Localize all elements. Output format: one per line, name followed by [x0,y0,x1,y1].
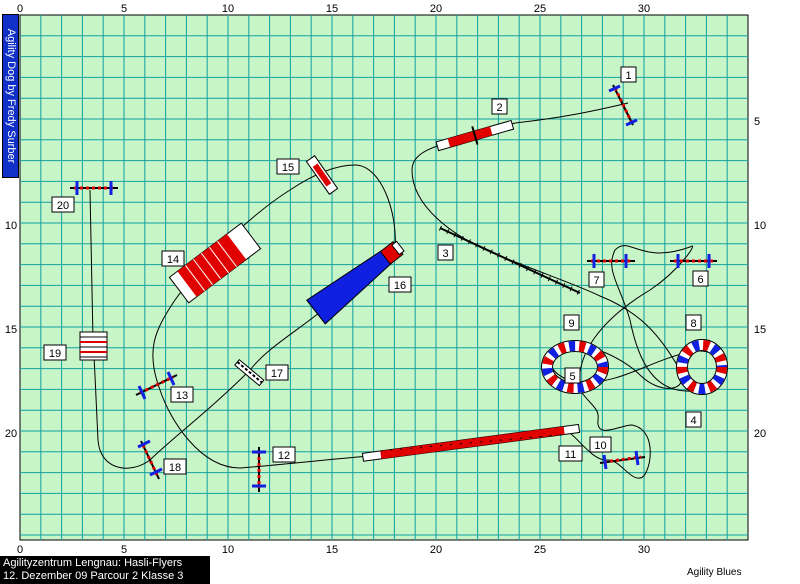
svg-text:5: 5 [569,371,575,383]
course-venue: Agilityzentrum Lengnau: Hasli-Flyers [3,557,183,569]
label-5: 5 [564,367,581,384]
label-4: 4 [685,411,702,428]
svg-text:16: 16 [394,280,406,292]
obstacle-20-jump [70,181,118,195]
field-grid [20,15,748,540]
label-1: 1 [620,66,637,83]
svg-text:10: 10 [594,440,606,452]
axis-top: 0 5 10 15 20 25 30 [17,3,650,15]
svg-text:15: 15 [282,162,294,174]
obstacle-15-jump [305,155,339,195]
obstacle-1-jump [608,84,638,127]
axis-tick: 10 [5,220,17,232]
axis-tick: 15 [754,324,766,336]
obstacle-7-jump [587,254,635,268]
obstacle-14-tunnel [168,222,262,304]
label-15: 15 [276,158,300,175]
app-title-text: Agility Dog by Fredy Surber [4,28,17,164]
axis-tick: 15 [5,324,17,336]
svg-text:17: 17 [271,368,283,380]
label-19: 19 [43,344,67,361]
svg-text:4: 4 [690,415,696,427]
obstacle-13-jump [135,371,178,400]
obstacle-17-weave [234,358,265,387]
svg-text:6: 6 [697,274,703,286]
label-17: 17 [265,364,289,381]
obstacle-number-labels: 1 2 3 4 5 6 7 8 9 10 11 12 13 14 15 16 1… [43,66,709,475]
svg-text:14: 14 [167,254,179,266]
axis-tick: 10 [222,544,234,556]
obstacle-3-dogwalk [438,225,582,296]
obstacle-16-chute [306,240,405,325]
obstacle-19-spread [79,331,108,361]
label-13: 13 [170,386,194,403]
label-20: 20 [51,196,75,213]
svg-text:12: 12 [278,450,290,462]
label-12: 12 [272,446,296,463]
svg-text:1: 1 [625,70,631,82]
axis-tick: 25 [534,544,546,556]
label-2: 2 [491,98,508,115]
label-18: 18 [163,458,187,475]
obstacle-11-tunnel [361,423,581,462]
app-title-vertical: Agility Dog by Fredy Surber [2,14,19,178]
axis-tick: 0 [17,3,23,15]
svg-text:18: 18 [169,462,181,474]
course-info-panel: Agilityzentrum Lengnau: Hasli-Flyers 12.… [0,556,210,584]
axis-tick: 5 [121,544,127,556]
axis-tick: 20 [5,428,17,440]
course-date-class: 12. Dezember 09 Parcour 2 Klasse 3 [3,570,184,582]
svg-text:3: 3 [442,248,448,260]
obstacle-12-jump [252,447,266,492]
label-11: 11 [558,445,583,462]
obstacle-2-tunnel [435,119,515,152]
obstacle-10-jump [599,450,646,470]
obstacle-6-jump [670,254,717,268]
axis-tick: 5 [754,116,760,128]
svg-text:20: 20 [57,200,69,212]
label-8: 8 [685,314,702,331]
axis-tick: 20 [754,428,766,440]
svg-text:9: 9 [568,318,574,330]
svg-text:2: 2 [496,102,502,114]
axis-tick: 15 [326,3,338,15]
label-14: 14 [161,250,185,267]
obstacle-tunnel-rings [541,339,728,395]
svg-text:7: 7 [593,275,599,287]
axis-tick: 10 [222,3,234,15]
brand-label: Agility Blues [687,567,742,578]
label-16: 16 [388,276,412,293]
axis-bottom: 0 5 10 15 20 25 30 [17,544,650,556]
label-7: 7 [588,271,605,288]
label-10: 10 [589,436,612,453]
obstacle-18-jump [137,439,163,480]
svg-text:8: 8 [690,318,696,330]
axis-tick: 10 [754,220,766,232]
axis-tick: 25 [534,3,546,15]
axis-tick: 30 [638,544,650,556]
label-6: 6 [692,270,709,287]
axis-tick: 20 [430,544,442,556]
svg-text:11: 11 [565,449,576,461]
axis-tick: 5 [121,3,127,15]
label-3: 3 [437,244,454,261]
svg-text:13: 13 [176,390,188,402]
axis-tick: 30 [638,3,650,15]
svg-text:19: 19 [49,348,61,360]
axis-tick: 15 [326,544,338,556]
axis-tick: 0 [17,544,23,556]
axis-tick: 20 [430,3,442,15]
label-9: 9 [563,314,580,331]
axis-right: 5 10 15 20 [754,116,766,440]
